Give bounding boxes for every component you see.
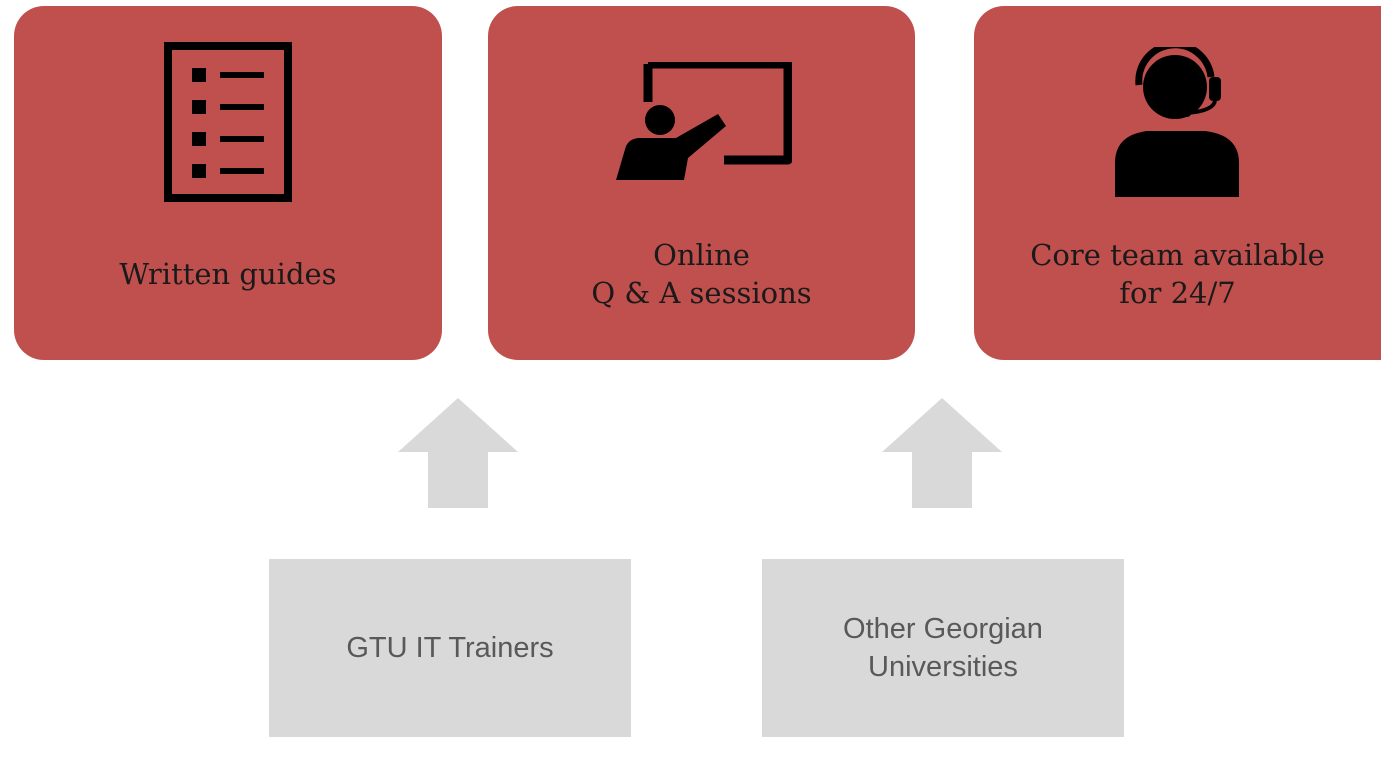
headset-support-icon [974,42,1381,202]
card-online-qa-sessions: Online Q & A sessions [488,6,915,360]
card-written-guides: Written guides [14,6,442,360]
checklist-icon [14,42,442,202]
source-other-georgian-universities: Other Georgian Universities [762,559,1124,737]
card-core-team: Core team available for 24/7 [974,6,1381,360]
card-label: Core team available for 24/7 [1030,238,1325,310]
card-label: Written guides [119,257,337,291]
up-arrow-icon [398,398,518,508]
card-label: Online Q & A sessions [591,238,812,310]
source-gtu-it-trainers: GTU IT Trainers [269,559,631,737]
presentation-icon [488,42,915,202]
up-arrow-icon [882,398,1002,508]
